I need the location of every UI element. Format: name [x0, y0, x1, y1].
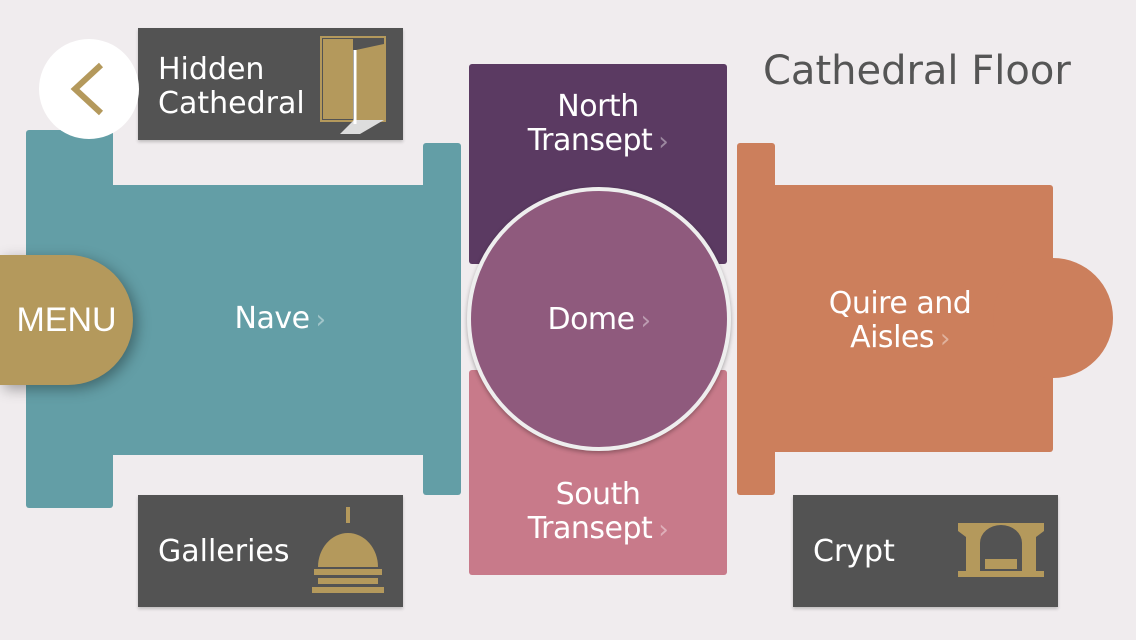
- south-label-1: South: [555, 477, 641, 512]
- north-label-2: Transept: [527, 123, 653, 158]
- dome-label: Dome: [547, 302, 635, 337]
- chevron-right-icon: ›: [940, 324, 950, 354]
- crypt-label: Crypt: [813, 534, 895, 569]
- crypt-arch-icon: [958, 523, 1044, 577]
- hidden-label-1: Hidden: [158, 52, 265, 87]
- chevron-right-icon: ›: [315, 305, 326, 335]
- dome[interactable]: Dome›: [467, 187, 731, 451]
- dome-building-icon: [312, 507, 384, 593]
- page-title: Cathedral Floor: [763, 48, 1071, 94]
- chevron-right-icon: ›: [658, 515, 669, 545]
- quire-label-2: Aisles: [850, 320, 934, 355]
- menu-button[interactable]: MENU: [0, 255, 133, 385]
- south-label-2: Transept: [527, 511, 653, 546]
- back-button[interactable]: [39, 39, 139, 139]
- galleries-button[interactable]: Galleries: [138, 495, 403, 607]
- door-icon: [320, 36, 386, 134]
- chevron-right-icon: ›: [658, 127, 669, 157]
- nave-label: Nave›: [234, 301, 326, 336]
- north-label-1: North: [557, 89, 639, 124]
- crypt-button[interactable]: Crypt: [793, 495, 1058, 607]
- quire-label-1: Quire and: [828, 286, 972, 321]
- chevron-left-icon: [70, 62, 104, 116]
- chevron-right-icon: ›: [640, 306, 651, 336]
- hidden-label-2: Cathedral: [158, 86, 305, 121]
- galleries-label: Galleries: [158, 534, 290, 569]
